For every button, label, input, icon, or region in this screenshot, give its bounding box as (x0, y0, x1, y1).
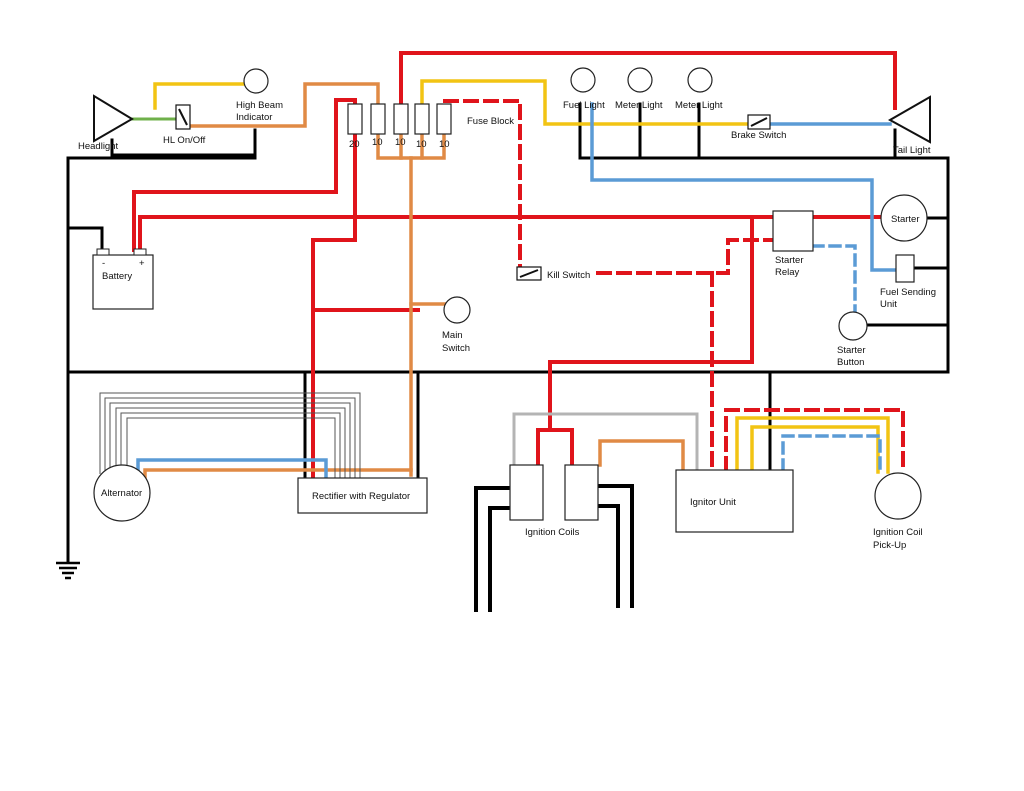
starter-relay: Starter Relay (772, 210, 814, 278)
pickup-label-1: Ignition Coil (873, 527, 923, 538)
main-switch: Main Switch (442, 296, 471, 354)
headlight: Headlight (78, 94, 134, 152)
battery-label: Battery (102, 271, 132, 282)
pickup-label-2: Pick-Up (873, 540, 906, 551)
kill-circuit-wires (443, 99, 905, 472)
ignition-coils: Ignition Coils (509, 464, 599, 538)
battery-plus: + (139, 258, 145, 269)
kill-switch-label: Kill Switch (547, 270, 590, 281)
fuel-sending-unit: Fuel Sending Unit (880, 254, 936, 310)
meter-light-label: Meter Light (675, 100, 723, 111)
spark-plug-leads (474, 484, 634, 612)
fuel-sending-label-1: Fuel Sending (880, 287, 936, 298)
hl-switch: HL On/Off (163, 104, 206, 146)
starter-label: Starter (891, 214, 920, 225)
ground-wires (56, 102, 950, 580)
high-beam-label-2: Indicator (236, 112, 272, 123)
battery-minus: - (102, 258, 105, 269)
alternator: Alternator (93, 464, 151, 522)
fuse-block-label: Fuse Block (467, 116, 514, 127)
rectifier-label: Rectifier with Regulator (312, 491, 410, 502)
headlight-label: Headlight (78, 141, 118, 152)
power-wires (132, 51, 897, 480)
fuel-light-label: Fuel Light (563, 100, 605, 111)
fuel-light: Fuel Light (563, 67, 605, 111)
alternator-label: Alternator (101, 488, 142, 499)
starter-relay-label-2: Relay (775, 267, 800, 278)
battery: - + Battery (92, 248, 154, 310)
kill-switch: Kill Switch (516, 266, 590, 281)
alternator-stator-wires (99, 392, 361, 478)
starter-button: Starter Button (837, 311, 868, 368)
ignition-coil-pickup: Ignition Coil Pick-Up (873, 472, 923, 551)
fuse-rating: 10 (395, 137, 406, 148)
tail-light-label: Tail Light (893, 145, 931, 156)
fuel-sending-label-2: Unit (880, 299, 897, 310)
starter-relay-label-1: Starter (775, 255, 804, 266)
gray-wire (512, 412, 699, 472)
yellow-wires (153, 79, 890, 474)
brake-switch-label: Brake Switch (731, 130, 786, 141)
fuse-block: 20 10 10 10 10 Fuse Block (347, 103, 514, 150)
ignitor-unit-label: Ignitor Unit (690, 497, 736, 508)
rectifier-regulator: Rectifier with Regulator (297, 477, 428, 514)
high-beam-label-1: High Beam (236, 100, 283, 111)
fuse-rating: 20 (349, 139, 360, 150)
ignition-coils-label: Ignition Coils (525, 527, 580, 538)
starter-button-label-1: Starter (837, 345, 866, 356)
main-switch-label-2: Switch (442, 343, 470, 354)
ignitor-unit: Ignitor Unit (675, 469, 794, 533)
blue-wires (136, 102, 897, 480)
starter-button-label-2: Button (837, 357, 864, 368)
meter-light-label: Meter Light (615, 100, 663, 111)
starter-motor: Starter (880, 194, 928, 242)
meter-light: Meter Light (675, 67, 723, 111)
fuse-rating: 10 (439, 139, 450, 150)
hl-switch-label: HL On/Off (163, 135, 206, 146)
main-switch-label-1: Main (442, 330, 463, 341)
meter-light: Meter Light (615, 67, 663, 111)
fuse-rating: 10 (372, 137, 383, 148)
tail-light: Tail Light (887, 95, 931, 156)
brake-switch: Brake Switch (731, 114, 786, 141)
high-beam-indicator: High Beam Indicator (236, 68, 283, 123)
orange-wires (143, 82, 685, 487)
fuse-rating: 10 (416, 139, 427, 150)
